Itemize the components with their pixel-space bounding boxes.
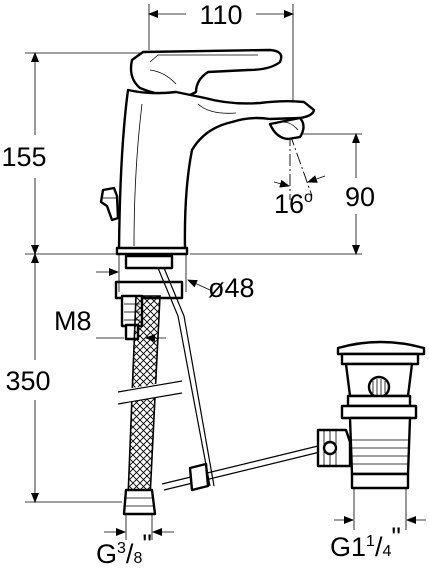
dimension-height-outlet: 90: [190, 133, 375, 255]
lever-handle: [129, 48, 283, 98]
dim-label-m8: M8: [54, 306, 92, 336]
dim-label-waste-thread: G11/4": [330, 522, 401, 562]
dimension-inlet-thread: G3/8": [96, 514, 174, 569]
aerator: [268, 116, 305, 141]
dim-label-diameter: ø48: [208, 273, 255, 303]
faucet-base: [115, 246, 189, 256]
popup-waste: [316, 340, 426, 490]
dim-label-90: 90: [345, 182, 375, 212]
flexible-hose: [114, 295, 186, 516]
hose-inlet-nut: [122, 488, 157, 516]
waste-plug: [336, 340, 426, 356]
label-thread-rod: M8: [54, 306, 166, 342]
dimension-waste-thread: G11/4": [330, 488, 426, 562]
faucet-body: [99, 48, 316, 256]
dim-label-angle: 16o: [274, 189, 313, 219]
faucet-column: [117, 88, 316, 252]
dim-label-350: 350: [5, 366, 50, 396]
dim-label-inlet-thread: G3/8": [96, 529, 152, 569]
dimension-width-top: 110: [148, 0, 294, 125]
popup-rod-knob: [99, 186, 120, 222]
dimension-height-spout: 155: [1, 52, 140, 255]
dimension-angle: 16o: [273, 133, 326, 219]
dimension-hose-length: 350: [5, 253, 122, 503]
popup-rod: [157, 267, 215, 487]
dim-label-155: 155: [1, 142, 46, 172]
dim-label-110: 110: [199, 0, 242, 30]
linkage-lever: [161, 445, 321, 492]
dimension-hole-diameter: ø48: [96, 254, 255, 303]
